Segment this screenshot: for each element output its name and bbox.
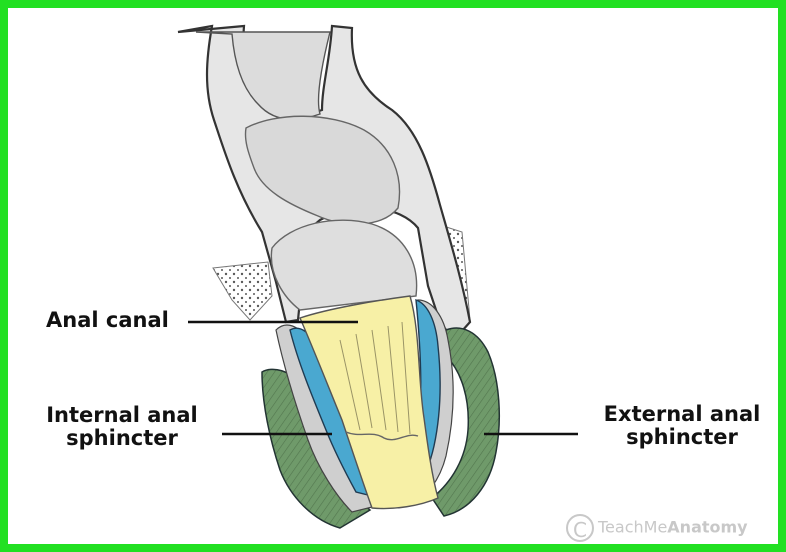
external-sphincter-label: External anal sphincter [592,403,772,449]
internal-sphincter-label: Internal anal sphincter [36,404,208,450]
copyright-icon: C [566,514,594,542]
left-fat-tissue [213,262,272,320]
rectum-fold-lower [271,220,416,310]
anal-canal-label-text: Anal canal [46,309,169,332]
anal-canal-label: Anal canal [46,309,169,332]
internal-sphincter-label-line1: Internal anal [36,404,208,427]
external-sphincter-label-line1: External anal [592,403,772,426]
external-sphincter-label-line2: sphincter [592,426,772,449]
watermark-brand-bold: Anatomy [667,518,747,537]
watermark-brand-light: TeachMe [598,518,667,537]
internal-sphincter-label-line2: sphincter [36,427,208,450]
